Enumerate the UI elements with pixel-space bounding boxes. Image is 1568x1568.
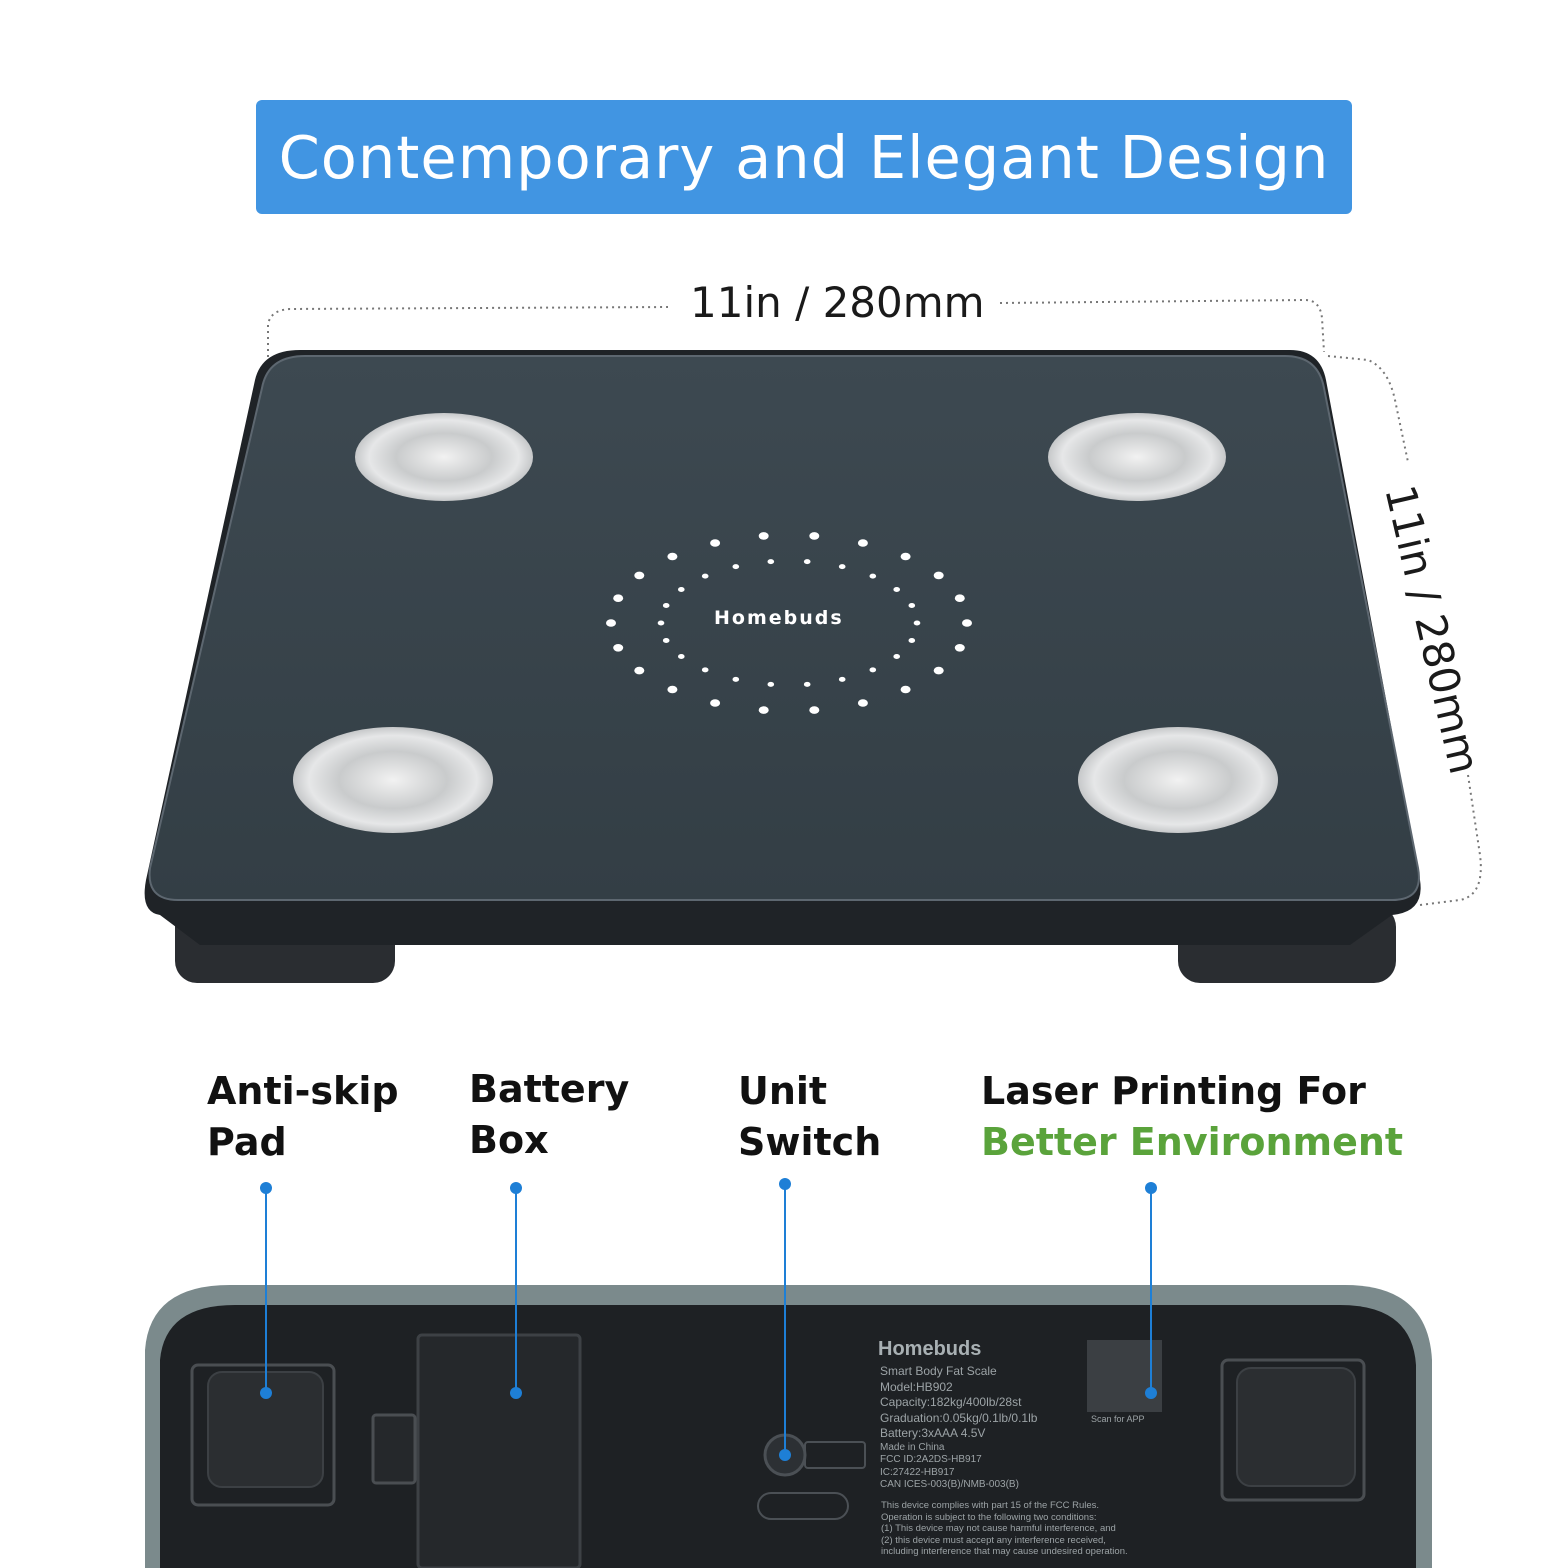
- led-dot: [838, 676, 846, 682]
- led-dot: [933, 666, 944, 675]
- callout-battery-line2: Box: [469, 1118, 549, 1162]
- electrode-top-right: [1048, 413, 1226, 501]
- led-dot: [606, 619, 616, 627]
- led-dot: [809, 532, 820, 540]
- compliance-line: (1) This device may not cause harmful in…: [881, 1523, 1116, 1534]
- led-dot: [803, 559, 811, 565]
- led-dot: [913, 620, 921, 626]
- led-dot: [838, 564, 846, 570]
- callout-anti-skip-line1: Anti-skip: [207, 1069, 399, 1113]
- led-dot: [954, 644, 965, 652]
- led-dot: [758, 532, 769, 540]
- bottom-spec-line: Capacity:182kg/400lb/28st: [880, 1395, 1022, 1409]
- callout-battery-line1: Battery: [469, 1067, 630, 1111]
- bottom-compliance-text: This device complies with part 15 of the…: [881, 1500, 1171, 1558]
- callout-anti-skip-line2: Pad: [207, 1120, 287, 1164]
- foot-pad-frame-left: [190, 1363, 336, 1507]
- led-dot: [662, 603, 670, 608]
- callout-anti-skip-pad: Anti-skip Pad: [207, 1066, 399, 1168]
- led-dot: [893, 654, 900, 659]
- led-dot: [857, 699, 868, 707]
- led-dot: [900, 685, 911, 694]
- callout-battery-box: Battery Box: [469, 1064, 629, 1166]
- foot-pad-frame-right: [1220, 1358, 1366, 1502]
- led-dot: [710, 539, 721, 547]
- led-dot: [869, 667, 877, 673]
- depth-dimension-line-top: [1327, 355, 1409, 463]
- led-dot: [667, 685, 678, 694]
- bottom-spec-line: Battery:3xAAA 4.5V: [880, 1426, 986, 1440]
- led-dot: [701, 573, 709, 579]
- led-dot: [908, 603, 916, 608]
- led-dot: [634, 571, 645, 580]
- banner-title: Contemporary and Elegant Design: [278, 122, 1330, 192]
- led-dot: [657, 620, 665, 626]
- led-dot: [710, 699, 721, 707]
- title-banner: Contemporary and Elegant Design: [256, 100, 1352, 214]
- display-led-dots-outer: [606, 532, 972, 714]
- led-dot: [857, 539, 868, 547]
- led-dot: [634, 666, 645, 675]
- scale-top-illustration: [144, 298, 1482, 983]
- bottom-brand: Homebuds: [878, 1338, 982, 1360]
- bottom-spec-line: FCC ID:2A2DS-HB917: [880, 1454, 982, 1465]
- electrode-top-left: [355, 413, 533, 501]
- callout-unit-line1: Unit: [738, 1069, 828, 1113]
- display-led-dots-inner: [657, 559, 921, 687]
- led-dot: [962, 619, 972, 627]
- bottom-spec-line: CAN ICES-003(B)/NMB-003(B): [880, 1479, 1019, 1490]
- led-dot: [954, 594, 965, 602]
- width-dimension-label: 11in / 280mm: [690, 278, 985, 327]
- callout-unit-line2: Switch: [738, 1120, 882, 1164]
- led-dot: [758, 706, 769, 714]
- bottom-spec-line: Model:HB902: [880, 1379, 953, 1394]
- led-dot: [893, 587, 900, 592]
- bottom-spec-line: Made in China: [880, 1441, 945, 1453]
- callout-laser-line1: Laser Printing For: [981, 1069, 1366, 1113]
- led-dot: [678, 654, 685, 659]
- led-dot: [809, 706, 820, 714]
- unit-switch-slot: [757, 1492, 849, 1520]
- led-dot: [933, 571, 944, 580]
- compliance-line: This device complies with part 15 of the…: [881, 1500, 1100, 1511]
- led-dot: [803, 681, 811, 687]
- callout-laser-printing: Laser Printing For Better Environment: [981, 1066, 1403, 1168]
- compliance-line: (2) this device must accept any interfer…: [881, 1534, 1106, 1546]
- compliance-line: Operation is subject to the following tw…: [881, 1511, 1097, 1523]
- qr-code-icon: [1087, 1340, 1162, 1412]
- led-dot: [662, 638, 670, 643]
- electrode-bottom-left: [293, 727, 493, 833]
- led-dot: [732, 564, 740, 570]
- callout-lines: [260, 1178, 1157, 1461]
- led-dot: [732, 676, 740, 682]
- led-dot: [908, 638, 916, 643]
- bottom-spec-line: IC:27422-HB917: [880, 1466, 955, 1478]
- anti-skip-pad-right: [1236, 1367, 1356, 1487]
- led-dot: [767, 681, 775, 687]
- led-dot: [767, 559, 775, 565]
- bottom-spec-line: Smart Body Fat Scale: [880, 1364, 997, 1378]
- led-dot: [678, 587, 685, 592]
- led-dot: [701, 667, 709, 673]
- led-dot: [900, 552, 911, 561]
- compliance-line: including interference that may cause un…: [881, 1546, 1128, 1557]
- led-dot: [613, 594, 624, 602]
- electrode-bottom-right: [1078, 727, 1278, 833]
- led-dot: [613, 644, 624, 652]
- callout-unit-switch: Unit Switch: [738, 1066, 881, 1168]
- callout-laser-line2: Better Environment: [981, 1120, 1404, 1164]
- battery-latch: [371, 1413, 417, 1485]
- battery-box: [416, 1333, 582, 1568]
- unit-switch-track: [804, 1441, 866, 1469]
- led-dot: [869, 573, 877, 579]
- width-dimension-line-left: [267, 306, 669, 375]
- bottom-spec-line: Graduation:0.05kg/0.1lb/0.1lb: [880, 1410, 1038, 1425]
- led-dot: [667, 552, 678, 561]
- scale-brand-logo: Homebuds: [714, 607, 844, 629]
- scan-for-app: Scan for APP: [1091, 1414, 1145, 1424]
